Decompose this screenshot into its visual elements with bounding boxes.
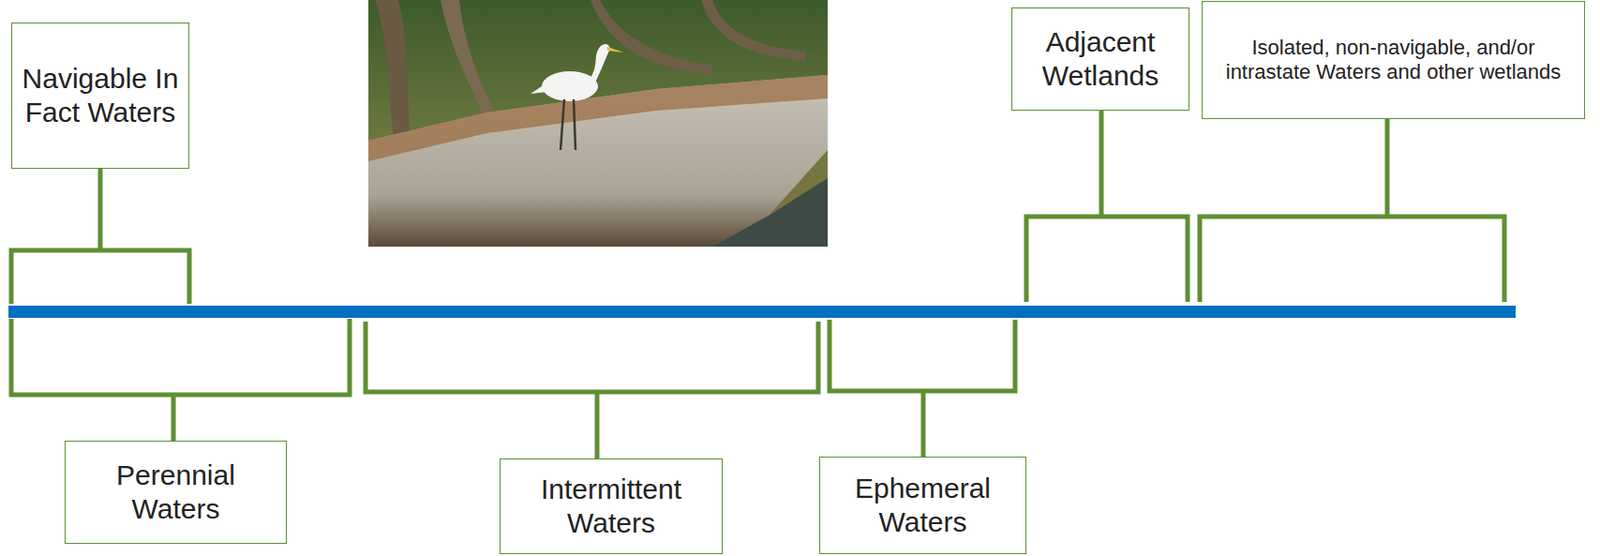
water-continuum-line: [8, 305, 1516, 318]
leaf-litter: [368, 74, 828, 162]
bracket: [1199, 119, 1505, 302]
bracket: [11, 168, 190, 304]
box-label: Ephemeral Waters: [827, 471, 1018, 539]
water-category-box: Perennial Waters: [64, 440, 287, 544]
egret-beak: [607, 46, 625, 53]
tree-branch: [590, 0, 713, 75]
brackets: [11, 110, 1505, 459]
water-category-box: Adjacent Wetlands: [1011, 7, 1190, 111]
water-category-box: Intermittent Waters: [499, 458, 723, 554]
bracket: [829, 319, 1016, 457]
bracket: [1026, 110, 1188, 302]
egret: [530, 44, 625, 150]
box-label: Navigable In Fact Waters: [19, 61, 181, 130]
bracket: [365, 321, 819, 459]
water-category-box: Isolated, non-navigable, and/or intrasta…: [1201, 0, 1586, 120]
egret-neck: [588, 44, 610, 85]
tree-branch: [701, 0, 807, 61]
box-label: Isolated, non-navigable, and/or intrasta…: [1210, 35, 1577, 86]
box-label: Intermittent Waters: [508, 472, 715, 540]
egret-body: [541, 71, 599, 102]
bracket: [11, 318, 350, 441]
box-label: Perennial Waters: [73, 458, 279, 526]
photo-ground: [368, 0, 828, 247]
egret-legs: [560, 99, 576, 150]
egret-tail: [530, 86, 548, 94]
water: [712, 178, 828, 247]
egret-photo: [368, 0, 828, 247]
box-label: Adjacent Wetlands: [1019, 25, 1182, 93]
water-category-box: Navigable In Fact Waters: [11, 22, 190, 169]
rock-ledge: [368, 74, 828, 247]
water-category-box: Ephemeral Waters: [819, 456, 1027, 554]
tree-trunk: [440, 0, 497, 122]
